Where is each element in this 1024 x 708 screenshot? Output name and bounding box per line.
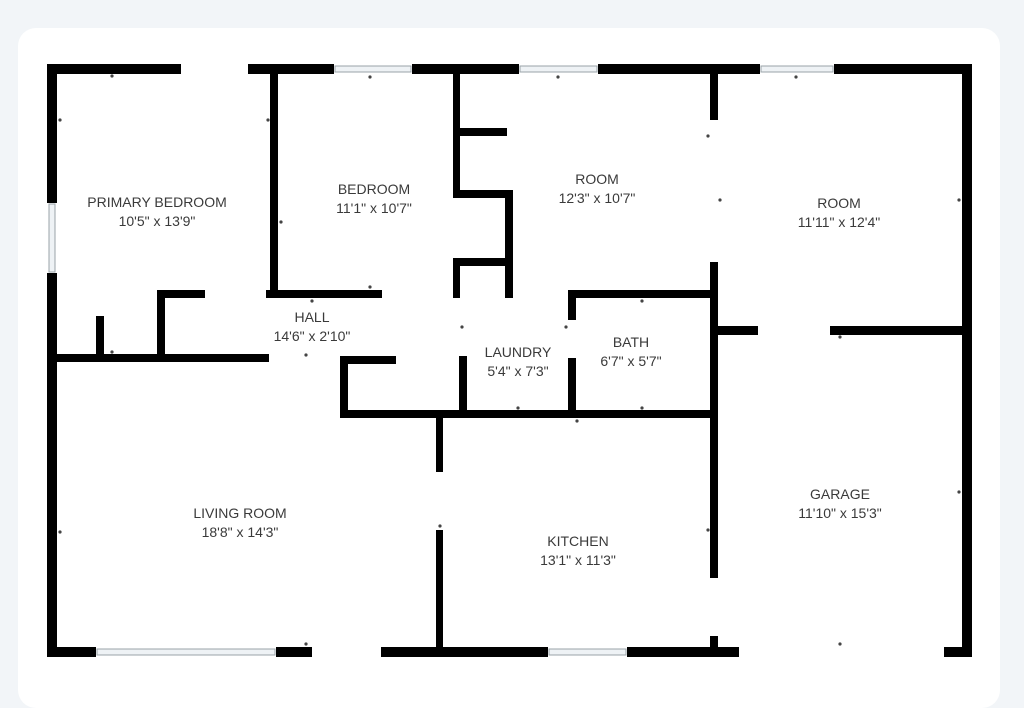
interior-walls [57, 70, 962, 650]
room-name: LAUNDRY [484, 344, 552, 360]
windows [48, 65, 834, 656]
floor-plan-card [18, 28, 1000, 708]
room-dimensions: 13'1" x 11'3" [540, 552, 616, 568]
room-label-kitchen: KITCHEN 13'1" x 11'3" [540, 532, 616, 570]
room-dimensions: 11'11" x 12'4" [797, 214, 881, 230]
room-label-garage: GARAGE 11'10" x 15'3" [798, 485, 882, 523]
room-name: KITCHEN [547, 533, 609, 549]
room-label-laundry: LAUNDRY 5'4" x 7'3" [485, 343, 552, 381]
room-dimensions: 14'6" x 2'10" [273, 328, 351, 344]
room-dimensions: 12'3" x 10'7" [558, 190, 636, 206]
room-dimensions: 10'5" x 13'9" [118, 213, 196, 229]
exterior-walls [47, 64, 972, 657]
room-label-bath: BATH 6'7" x 5'7" [600, 333, 661, 371]
room-dimensions: 6'7" x 5'7" [600, 353, 662, 369]
room-label-hall: HALL 14'6" x 2'10" [274, 308, 351, 346]
room-name: BEDROOM [337, 181, 411, 197]
room-name: LIVING ROOM [193, 505, 287, 521]
room-name: HALL [294, 309, 330, 325]
room-name: BATH [612, 334, 650, 350]
room-dimensions: 18'8" x 14'3" [201, 524, 279, 540]
room-dimensions: 11'10" x 15'3" [798, 505, 882, 521]
room-name: PRIMARY BEDROOM [87, 194, 227, 210]
room-name: GARAGE [810, 486, 870, 502]
room-label-bedroom: BEDROOM 11'1" x 10'7" [336, 180, 412, 218]
door-markers [58, 74, 961, 646]
room-label-primary-bedroom: PRIMARY BEDROOM 10'5" x 13'9" [87, 193, 227, 231]
room-label-room-center: ROOM 12'3" x 10'7" [559, 170, 636, 208]
room-label-room-right: ROOM 11'11" x 12'4" [798, 194, 881, 232]
room-dimensions: 5'4" x 7'3" [487, 363, 549, 379]
room-name: ROOM [817, 195, 861, 211]
room-label-living-room: LIVING ROOM 18'8" x 14'3" [193, 504, 286, 542]
room-dimensions: 11'1" x 10'7" [336, 200, 412, 216]
room-name: ROOM [575, 171, 619, 187]
